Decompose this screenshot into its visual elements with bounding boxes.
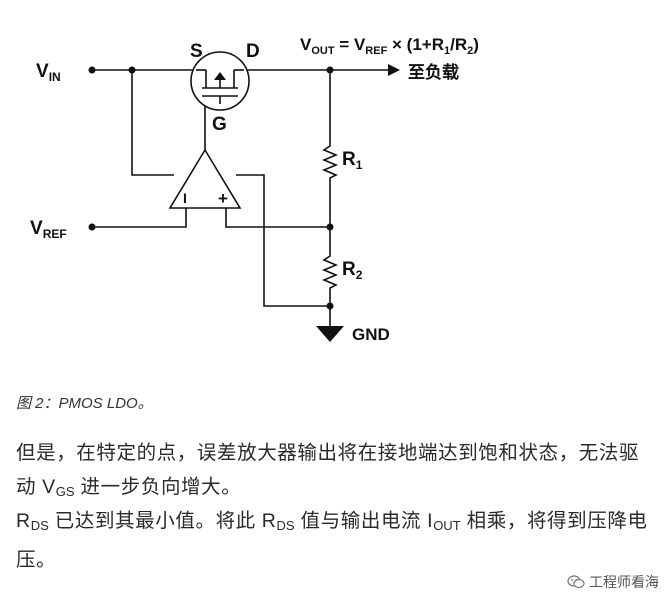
- output-arrow-icon: [388, 64, 400, 76]
- paragraph-dropout: RDS 已达到其最小值。将此 RDS 值与输出电流 IOUT 相乘，将得到压降电…: [16, 510, 648, 571]
- vin-node: [88, 66, 96, 74]
- pmos-ldo-circuit: VIN VREF S D G I + R1 R2 GND 至负载 VOUT = …: [30, 35, 479, 344]
- noninverting-input-label: +: [218, 189, 228, 208]
- wechat-icon: [567, 575, 585, 589]
- vref-label: VREF: [30, 218, 67, 241]
- r2-label: R2: [342, 259, 363, 282]
- paragraph-saturation: 但是，在特定的点，误差放大器输出将在接地端达到饱和状态，无法驱动 VGS 进一步…: [16, 442, 640, 499]
- vin-label: VIN: [36, 61, 61, 84]
- inverting-input-label: I: [183, 190, 187, 206]
- gate-label: G: [212, 114, 227, 135]
- to-load-label: 至负载: [408, 62, 459, 82]
- watermark-text: 工程师看海: [589, 574, 659, 590]
- drain-label: D: [246, 41, 260, 62]
- source-label: S: [190, 41, 203, 62]
- r1-resistor: [321, 140, 339, 182]
- vref-node: [88, 223, 96, 231]
- gnd-label: GND: [352, 325, 390, 344]
- output-formula: VOUT = VREF × (1+R1/R2): [300, 35, 479, 57]
- r1-label: R1: [342, 149, 363, 172]
- figure-caption: 图 2：PMOS LDO。: [16, 395, 153, 412]
- watermark: 工程师看海: [563, 572, 659, 592]
- ground-icon: [316, 326, 344, 342]
- r2-resistor: [321, 250, 339, 290]
